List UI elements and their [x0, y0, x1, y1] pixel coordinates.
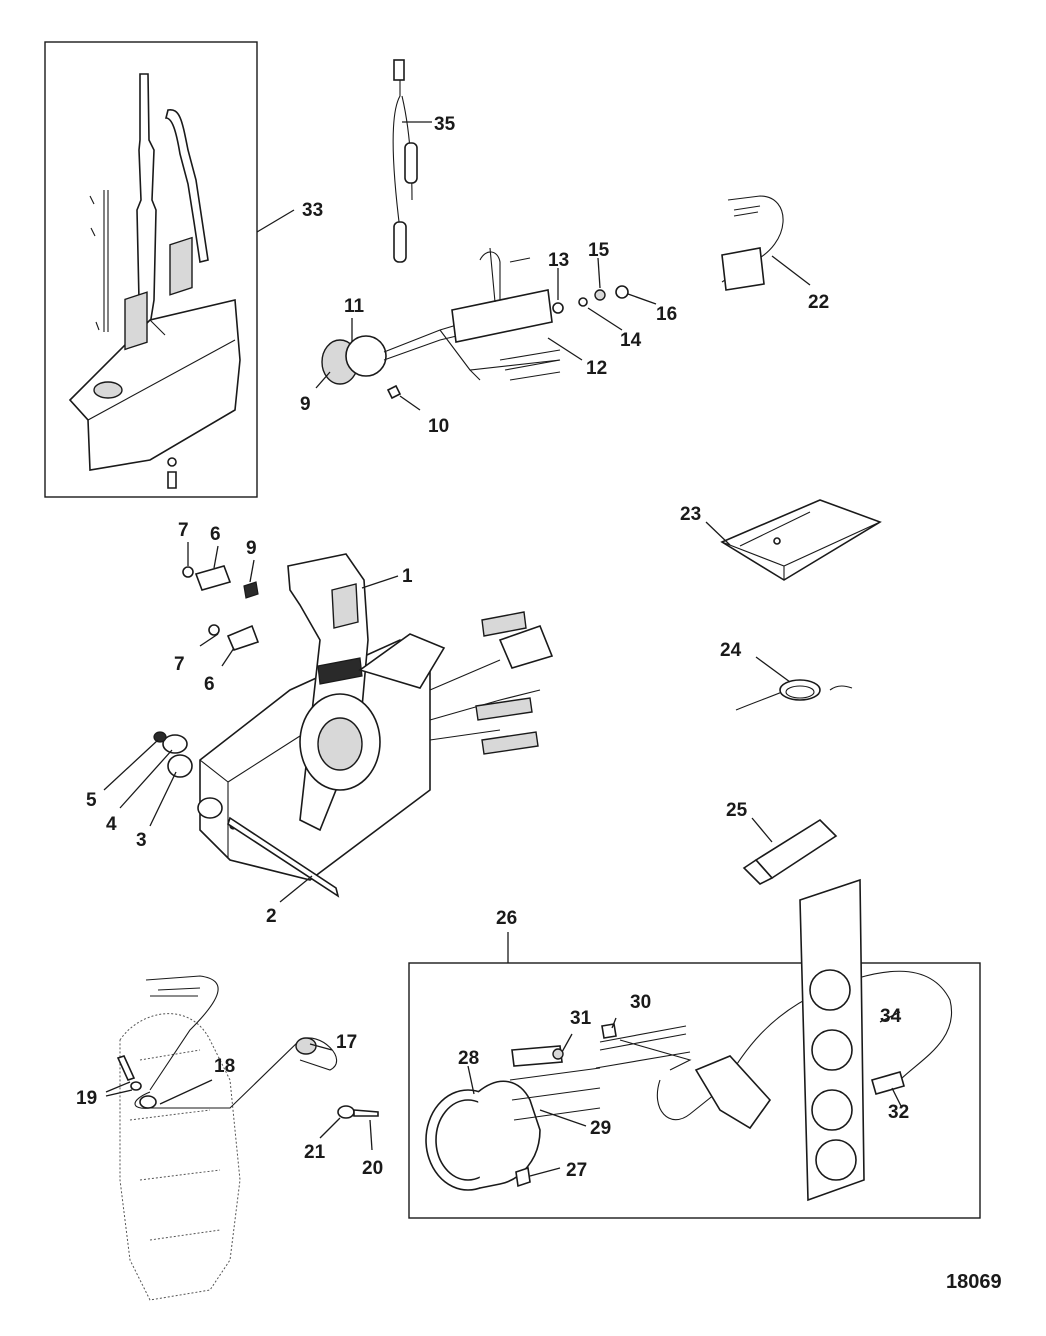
- callout-6-top: 6: [210, 524, 221, 545]
- callout-16: 16: [656, 304, 677, 325]
- callout-30: 30: [630, 992, 651, 1013]
- callout-33: 34: [880, 1006, 902, 1027]
- callout-4: 4: [106, 814, 117, 835]
- nut-30: [601, 1023, 617, 1039]
- knob-3: [167, 754, 193, 778]
- insert-6-top: [194, 565, 232, 591]
- part-1-remote-control: [197, 553, 554, 881]
- parts-17-21-stop-switch: [105, 975, 379, 1301]
- callout-28: 28: [458, 1048, 479, 1069]
- callout-1: 1: [402, 566, 413, 587]
- engine-outline: [119, 1013, 241, 1301]
- callout-21: 21: [304, 1142, 326, 1163]
- callout-6-bottom: 6: [204, 674, 215, 695]
- callout-9: 9: [300, 394, 311, 415]
- washer-4: [162, 734, 188, 754]
- screw: [167, 471, 177, 489]
- callout-29: 29: [590, 1118, 611, 1139]
- bracket-29: [509, 1067, 601, 1121]
- callout-3: 3: [136, 830, 147, 851]
- part-35-harness: [392, 59, 432, 263]
- clip-7-top: [182, 566, 194, 578]
- callout-13: 13: [548, 250, 569, 271]
- assembly-34: [44, 41, 295, 498]
- clip-7-bottom: [208, 624, 220, 636]
- nut-8: [243, 581, 259, 599]
- nut-5: [153, 731, 167, 743]
- callout-19: 19: [76, 1088, 97, 1109]
- assembly-26: [408, 878, 981, 1219]
- part-24-lanyard: [735, 656, 853, 711]
- housing: [68, 299, 241, 471]
- callout-35: 35: [434, 114, 456, 135]
- assembly-34-frame: [44, 41, 258, 498]
- assembly-26-frame: [408, 962, 981, 1219]
- callout-12: 12: [586, 358, 607, 379]
- callout-32: 32: [888, 1102, 909, 1123]
- insert-6-bottom: [226, 624, 260, 651]
- drawing-number: 18069: [946, 1271, 1002, 1293]
- callout-15: 15: [588, 240, 610, 261]
- part-23-card: [705, 499, 882, 581]
- control-cover: [358, 633, 446, 689]
- callout-2: 2: [266, 906, 277, 927]
- switch-bracket: [451, 289, 553, 343]
- bulb-27: [515, 1166, 531, 1188]
- callout-34: 33: [302, 200, 323, 221]
- callout-26: 26: [496, 908, 517, 929]
- nut-31: [552, 1048, 564, 1060]
- callout-10: 10: [428, 416, 449, 437]
- part-25-tube: [742, 817, 838, 885]
- cable-tube: [164, 109, 209, 263]
- lamp: [386, 384, 402, 400]
- callout-14: 14: [620, 330, 642, 351]
- washer-21: [337, 1105, 355, 1119]
- callout-17: 17: [336, 1032, 357, 1053]
- callout-20: 20: [362, 1158, 383, 1179]
- callout-27: 27: [566, 1160, 587, 1181]
- parts-3-8-small: [103, 542, 340, 903]
- part-9-16-key-switch: [315, 247, 657, 411]
- screw-20: [353, 1109, 379, 1117]
- part-22-connector: [721, 195, 811, 291]
- callout-22: 22: [808, 292, 829, 313]
- callout-24: 24: [720, 640, 742, 661]
- callout-23: 23: [680, 504, 701, 525]
- callout-25: 25: [726, 800, 748, 821]
- callout-18: 18: [214, 1056, 235, 1077]
- callout-11: 11: [344, 296, 365, 317]
- callout-8: 9: [246, 538, 257, 559]
- screw-19: [116, 1055, 136, 1081]
- callout-labels: 33 35 11 9 10 12 13 14 15 16 22 23 24 25…: [76, 114, 1002, 1293]
- sender-32: [871, 1071, 905, 1095]
- shaft: [136, 73, 157, 326]
- callout-7-top: 7: [178, 520, 189, 541]
- callout-7-bottom: 7: [174, 654, 185, 675]
- callout-31: 31: [570, 1008, 592, 1029]
- pins: [89, 195, 100, 331]
- callout-5: 5: [86, 790, 97, 811]
